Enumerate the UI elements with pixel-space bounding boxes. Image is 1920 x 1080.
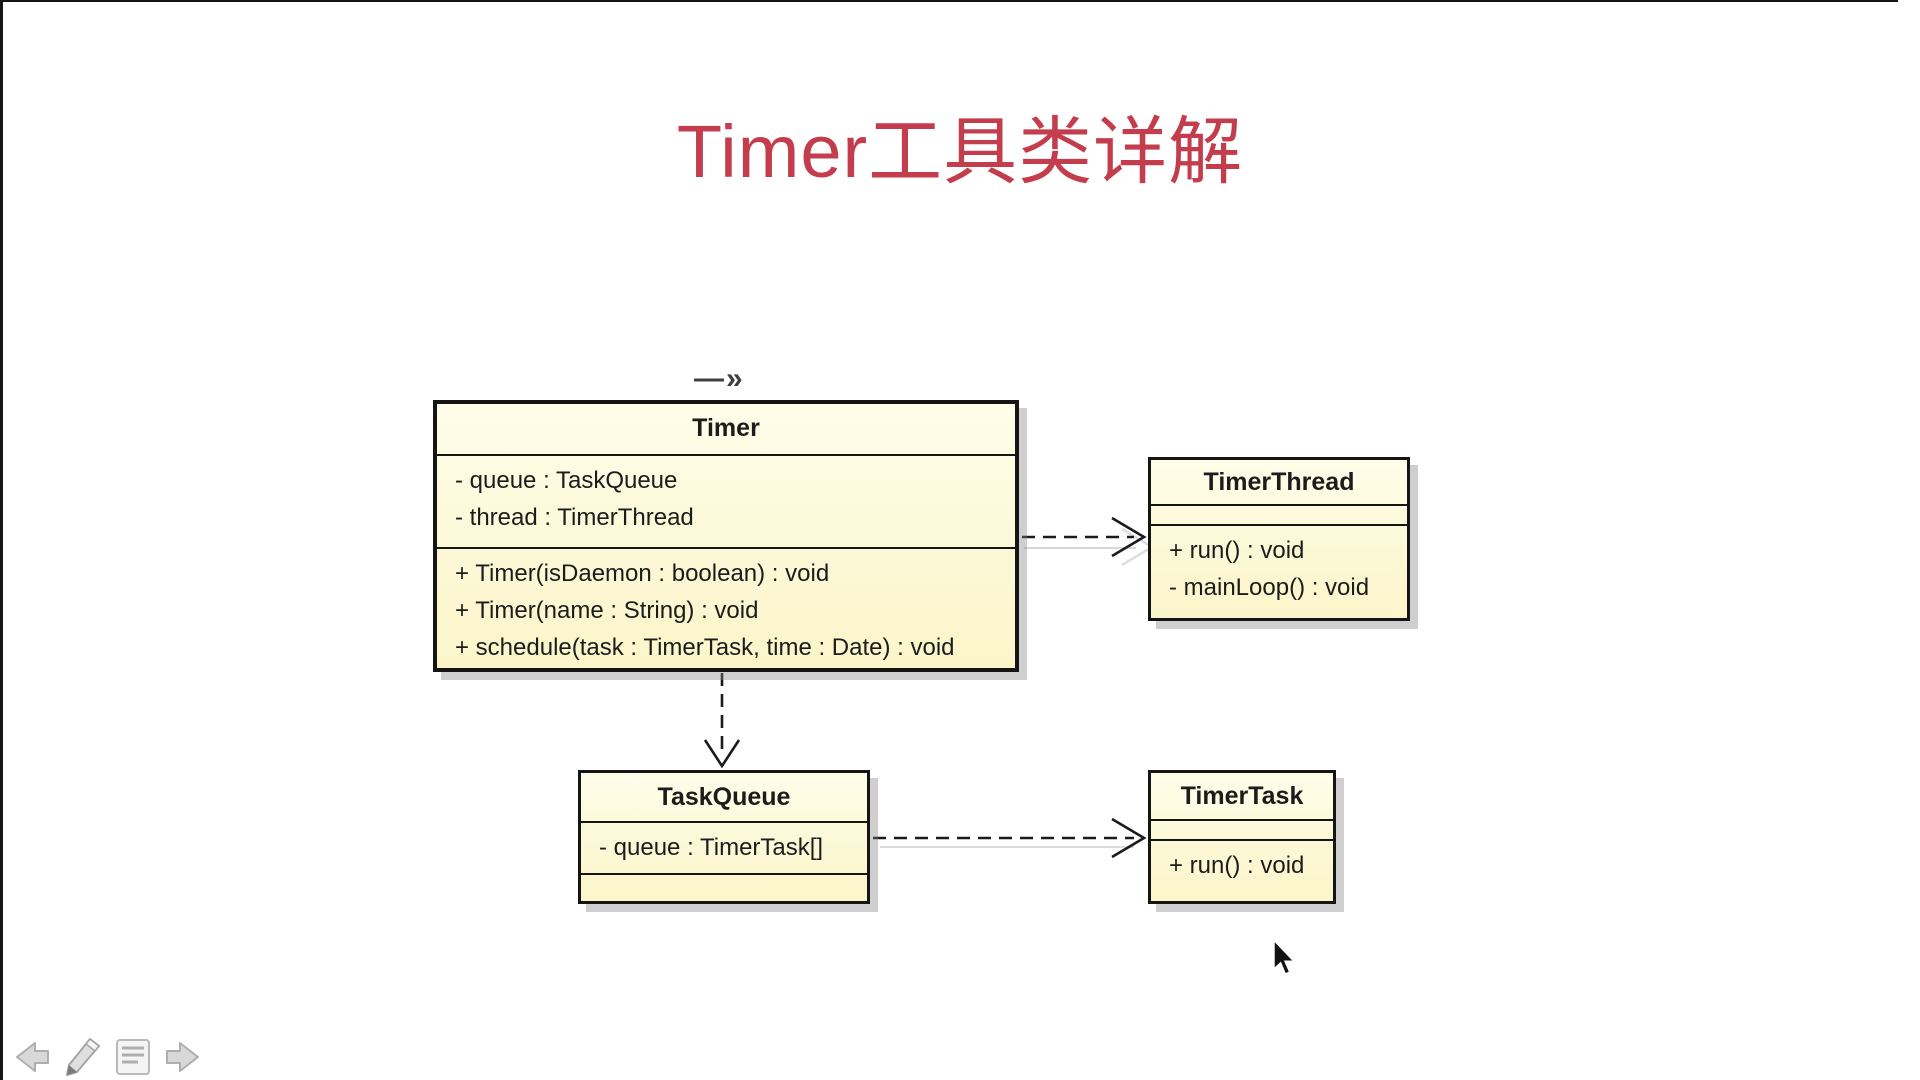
- method: + Timer(name : String) : void: [455, 597, 759, 624]
- class-name: TimerTask: [1151, 773, 1333, 821]
- page-title: Timer工具类详解: [676, 110, 1244, 193]
- next-slide-button[interactable]: [161, 1034, 207, 1080]
- methods-section: [581, 875, 867, 901]
- attributes-section: [1151, 821, 1333, 841]
- previous-slide-button[interactable]: [8, 1034, 54, 1080]
- attribute: - thread : TimerThread: [455, 503, 694, 531]
- attribute: - queue : TaskQueue: [455, 466, 678, 494]
- dependency-taskqueue-to-timertask: [873, 817, 1147, 859]
- methods-section: + run() : void: [1151, 841, 1333, 901]
- presenter-toolbar: [8, 1034, 207, 1080]
- method: + run() : void: [1169, 537, 1305, 564]
- attributes-section: - queue : TaskQueue - thread : TimerThre…: [437, 456, 1015, 549]
- mouse-cursor: [1272, 940, 1297, 976]
- methods-section: + run() : void - mainLoop() : void: [1151, 526, 1407, 618]
- attributes-section: [1151, 506, 1407, 526]
- left-border-line: [0, 0, 3, 1080]
- class-name: TimerThread: [1151, 460, 1407, 506]
- attributes-section: - queue : TimerTask[]: [581, 823, 867, 875]
- top-border-line: [0, 0, 1898, 2]
- class-name: TaskQueue: [581, 773, 867, 823]
- method: + run() : void: [1169, 852, 1305, 879]
- class-timer: Timer - queue : TaskQueue - thread : Tim…: [433, 400, 1019, 672]
- link-indicator-icon: —»: [694, 362, 745, 395]
- methods-section: + Timer(isDaemon : boolean) : void + Tim…: [437, 549, 1015, 668]
- class-taskqueue: TaskQueue - queue : TimerTask[]: [578, 770, 870, 904]
- method: + Timer(isDaemon : boolean) : void: [455, 560, 830, 587]
- slide-menu-button[interactable]: [110, 1034, 156, 1080]
- dependency-timer-to-taskqueue: [703, 673, 741, 769]
- class-timerthread: TimerThread + run() : void - mainLoop() …: [1148, 457, 1410, 621]
- method: - mainLoop() : void: [1169, 574, 1370, 601]
- class-timertask: TimerTask + run() : void: [1148, 770, 1336, 904]
- pen-icon[interactable]: [59, 1034, 105, 1080]
- class-name: Timer: [437, 404, 1015, 456]
- method: + schedule(task : TimerTask, time : Date…: [455, 634, 955, 661]
- dependency-timer-to-timerthread: [1022, 516, 1147, 558]
- attribute: - queue : TimerTask[]: [599, 834, 824, 861]
